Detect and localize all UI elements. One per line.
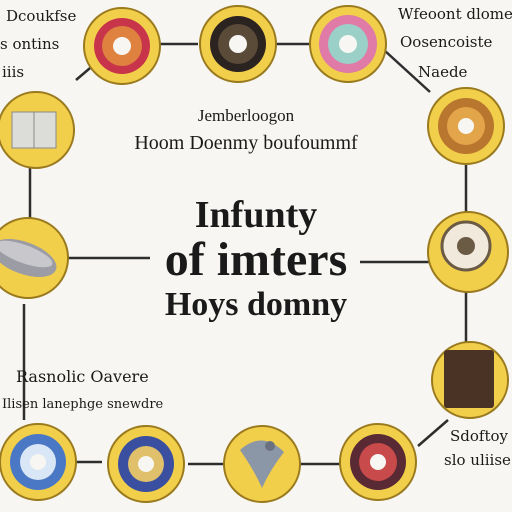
- donut-node-bottom-2: [107, 425, 185, 503]
- label-top-left-1: Dcoukfse: [6, 7, 77, 25]
- label-top-right-2: Oosencoiste: [400, 33, 493, 51]
- center-title-line-1: Infunty: [194, 194, 318, 236]
- donut-node-bottom-1: [0, 423, 77, 501]
- center-title: Infunty of imters Hoys domny: [120, 196, 392, 322]
- book-node-left-top: [0, 91, 75, 169]
- bread-node-left-middle: [0, 217, 69, 299]
- center-title-line-2: of imters: [164, 233, 348, 286]
- center-title-line-3: Hoys domny: [164, 286, 348, 323]
- donut-node-bottom-4: [339, 423, 417, 501]
- donut-node-top-2: [199, 5, 277, 83]
- label-bottom-right-1: Sdoftoy: [450, 427, 508, 445]
- connector: [417, 419, 449, 447]
- top-caption-line-2: Hoom Doenmy boufoummf: [134, 132, 358, 154]
- top-caption: Jemberloogon Hoom Doenmy boufoummf: [96, 106, 396, 155]
- label-top-right-3: Naede: [418, 63, 468, 81]
- donut-node-right-middle: [427, 211, 509, 293]
- donut-node-top-1: [83, 7, 161, 85]
- donut-node-right-top: [427, 87, 505, 165]
- connector: [383, 49, 431, 93]
- label-bottom-left-1: Rasnolic Oavere: [16, 367, 149, 386]
- bird-node-bottom-3: [223, 425, 301, 503]
- label-bottom-left-2: Ilisen lanephge snewdre: [2, 397, 164, 412]
- label-top-right-1: Wfeoont dlome: [398, 5, 512, 23]
- chocolate-node-right-bottom: [431, 341, 509, 419]
- label-bottom-right-2: slo uliise: [444, 451, 511, 469]
- connectors: [22, 42, 468, 466]
- top-caption-line-1: Jemberloogon: [197, 106, 295, 125]
- donut-node-top-3: [309, 5, 387, 83]
- label-top-left-3: iiis: [2, 63, 25, 81]
- label-top-left-2: s ontins: [0, 35, 60, 53]
